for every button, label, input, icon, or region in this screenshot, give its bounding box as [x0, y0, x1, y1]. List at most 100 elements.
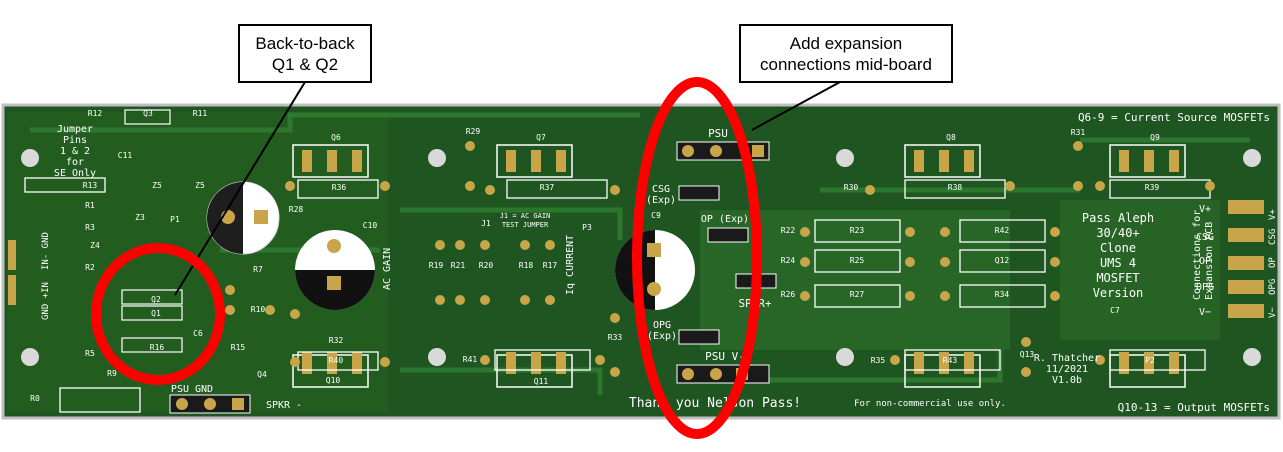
refdes-label: R32	[329, 336, 344, 345]
refdes-label: Q6	[331, 133, 341, 142]
leader-line-right	[751, 81, 841, 131]
refdes-label: R38	[948, 183, 963, 192]
opg-exp-label-0: OPG	[653, 320, 671, 331]
refdes-label: R42	[995, 226, 1010, 235]
refdes-label: R11	[193, 109, 208, 118]
refdes-label: R2	[85, 263, 95, 272]
ac-gain-label: AC GAIN	[382, 248, 393, 290]
title-block-1: 30/40+	[1096, 226, 1139, 240]
refdes-label: Q10	[326, 376, 341, 385]
mounting-holes	[21, 149, 1261, 366]
refdes-label: Q13	[1020, 350, 1035, 359]
refdes-label: R25	[850, 256, 865, 265]
refdes-label: R34	[995, 290, 1010, 299]
author-1: 11/2021	[1046, 364, 1088, 375]
conn-right-edge-0: V+	[1268, 209, 1278, 220]
psu-bottom-label: PSU V-	[705, 350, 745, 363]
callout-expansion: Add expansion connections mid-board	[739, 24, 953, 83]
refdes-label: R30	[844, 183, 859, 192]
op-exp-label: OP (Exp)	[701, 214, 749, 225]
jumper-note-4: SE Only	[54, 168, 96, 179]
expansion-note-1: Expansion PCB	[1204, 222, 1215, 300]
refdes-label: Z3	[135, 213, 145, 222]
refdes-label: R36	[332, 183, 347, 192]
refdes-label: R33	[608, 333, 623, 342]
title-block-5: Version	[1093, 286, 1144, 300]
opg-exp-label-1: (Exp)	[647, 331, 677, 342]
callout-left-line2: Q1 & Q2	[271, 54, 339, 74]
refdes-label: R22	[781, 226, 796, 235]
refdes-label: Q1	[151, 309, 161, 318]
refdes-label: R5	[85, 349, 95, 358]
refdes-label: Q3	[143, 109, 153, 118]
conn-right-2: OP	[1199, 256, 1211, 267]
refdes-label: C9	[651, 211, 661, 220]
iq-current-label: Iq CURRENT	[565, 235, 576, 295]
callout-back-to-back: Back-to-back Q1 & Q2	[238, 24, 372, 83]
jumper-note-0: Jumper	[57, 124, 93, 135]
output-mosfet-note: Q10-13 = Output MOSFETs	[1118, 401, 1270, 414]
refdes-label: R27	[850, 290, 865, 299]
silkscreen-labels: Q6-9 = Current Source MOSFETs Q10-13 = O…	[41, 111, 1278, 414]
refdes-label: Z5	[152, 181, 162, 190]
refdes-label: R15	[231, 343, 246, 352]
refdes-label: R29	[466, 127, 481, 136]
csg-exp-label-1: (Exp)	[646, 195, 676, 206]
refdes-label: R43	[943, 356, 958, 365]
refdes-label: R28	[289, 205, 304, 214]
refdes-label: R21	[451, 261, 466, 270]
refdes-label: R19	[429, 261, 444, 270]
title-block-0: Pass Aleph	[1082, 211, 1154, 225]
refdes-label: R12	[88, 109, 103, 118]
component-pads	[225, 141, 1215, 377]
noncommercial-note: For non-commercial use only.	[854, 399, 1006, 409]
refdes-label: R31	[1071, 128, 1086, 137]
refdes-label: C10	[363, 221, 378, 230]
spkr-minus-label: SPKR -	[266, 400, 302, 411]
refdes-label: R18	[519, 261, 534, 270]
refdes-label: R13	[83, 181, 98, 190]
refdes-label: R16	[150, 343, 165, 352]
refdes-label: Q12	[995, 256, 1010, 265]
refdes-label: J1	[481, 219, 491, 228]
refdes-label: R40	[329, 356, 344, 365]
author-0: R. Thatcher	[1034, 353, 1100, 364]
psu-gnd-label: PSU GND	[171, 384, 213, 395]
refdes-label: P3	[582, 223, 592, 232]
refdes-label: Q8	[946, 133, 956, 142]
refdes-label: R24	[781, 256, 796, 265]
in-minus-label: IN- GND	[41, 232, 51, 270]
refdes-label: Q2	[151, 295, 161, 304]
in-plus-label: GND +IN	[41, 282, 51, 320]
conn-right-edge-1: CSG	[1268, 229, 1278, 245]
refdes-label: Z5	[195, 181, 205, 190]
refdes-label: R1	[85, 201, 95, 210]
callout-right-line2: connections mid-board	[760, 54, 932, 74]
capacitor-c-left	[206, 181, 280, 255]
refdes-label: Q7	[536, 133, 546, 142]
jumper-note-3: for	[66, 157, 84, 168]
callout-right-line1: Add expansion	[789, 33, 903, 53]
title-block-2: Clone	[1100, 241, 1136, 255]
title-block-3: UMS 4	[1100, 256, 1136, 270]
expansion-note-0: Connections for	[1192, 210, 1203, 300]
refdes-label: R3	[85, 223, 95, 232]
refdes-label: R10	[251, 305, 266, 314]
conn-right-edge-3: OPG	[1268, 279, 1278, 295]
q1-q2-footprint	[121, 109, 183, 353]
highlight-q1-q2	[91, 243, 225, 385]
conn-right-1: CSG	[1196, 232, 1214, 243]
mosfet-pads	[302, 150, 1179, 374]
jumper-note-1: Pins	[63, 135, 87, 146]
capacitor-c9	[615, 230, 695, 310]
title-block-4: MOSFET	[1096, 271, 1139, 285]
refdes-label: R35	[871, 356, 886, 365]
thanks-note: Thank you Nelson Pass!	[629, 396, 801, 411]
refdes-label: R41	[463, 355, 478, 364]
conn-right-3: OPG	[1196, 282, 1214, 293]
refdes-label: R39	[1145, 183, 1160, 192]
conn-right-edge-4: V−	[1268, 307, 1278, 318]
jumper-note-2: 1 & 2	[60, 146, 90, 157]
